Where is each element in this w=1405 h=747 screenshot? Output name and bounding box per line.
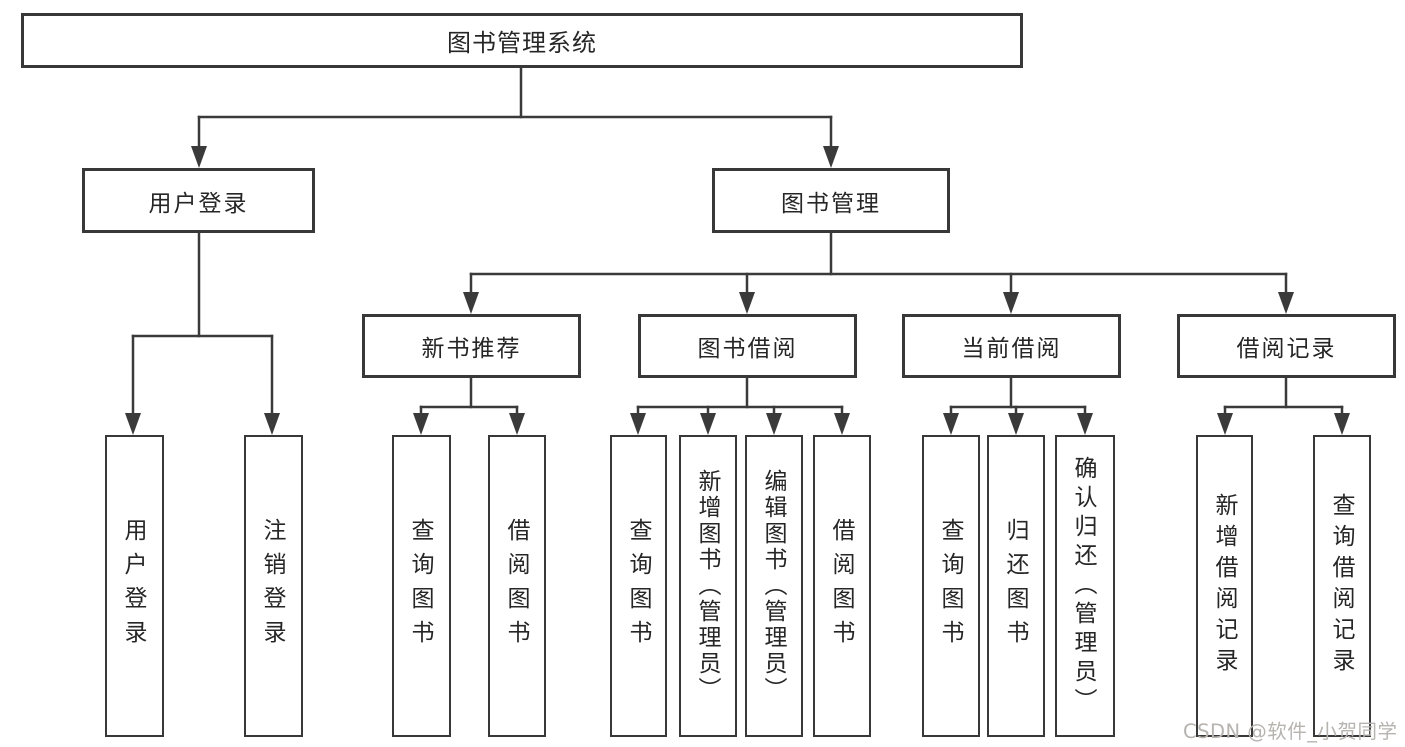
- leaf-confirm-return-admin: 确认归还（管理员）: [1055, 435, 1115, 737]
- csdn-watermark: CSDN @软件_小贺同学: [1183, 720, 1398, 743]
- leaf-query-books-current: 查询图书: [922, 435, 980, 737]
- node-book-management: 图书管理: [712, 168, 950, 233]
- leaf-logout-action: 注销登录: [244, 435, 303, 737]
- leaf-borrow-books-recommend: 借阅图书: [488, 435, 546, 737]
- node-user-login: 用户登录: [82, 168, 315, 233]
- connector-root-branch: [197, 66, 833, 149]
- leaf-add-borrow-record: 新增借阅记录: [1196, 435, 1253, 737]
- node-library-management-system: 图书管理系统: [21, 13, 1023, 68]
- node-book-borrowing: 图书借阅: [638, 314, 857, 378]
- connector-book-mgmt-branch: [469, 231, 1288, 295]
- arrow-down-icons: [125, 146, 1350, 435]
- connector-user-login-branch: [131, 231, 274, 416]
- leaf-query-books-recommend: 查询图书: [392, 435, 451, 737]
- leaf-add-books-admin: 新增图书（管理员）: [679, 435, 737, 737]
- leaf-borrow-books-borrowing: 借阅图书: [813, 435, 871, 737]
- leaf-user-login-action: 用户登录: [105, 435, 164, 737]
- leaf-query-books-borrowing: 查询图书: [610, 435, 667, 737]
- leaf-query-borrow-record: 查询借阅记录: [1313, 435, 1371, 737]
- node-borrowing-records: 借阅记录: [1177, 314, 1396, 378]
- leaf-edit-books-admin: 编辑图书（管理员）: [745, 435, 803, 737]
- node-new-book-recommendation: 新书推荐: [362, 314, 581, 378]
- connector-level3-branches: [419, 376, 1344, 416]
- node-current-borrowing: 当前借阅: [902, 314, 1121, 378]
- leaf-return-books: 归还图书: [987, 435, 1045, 737]
